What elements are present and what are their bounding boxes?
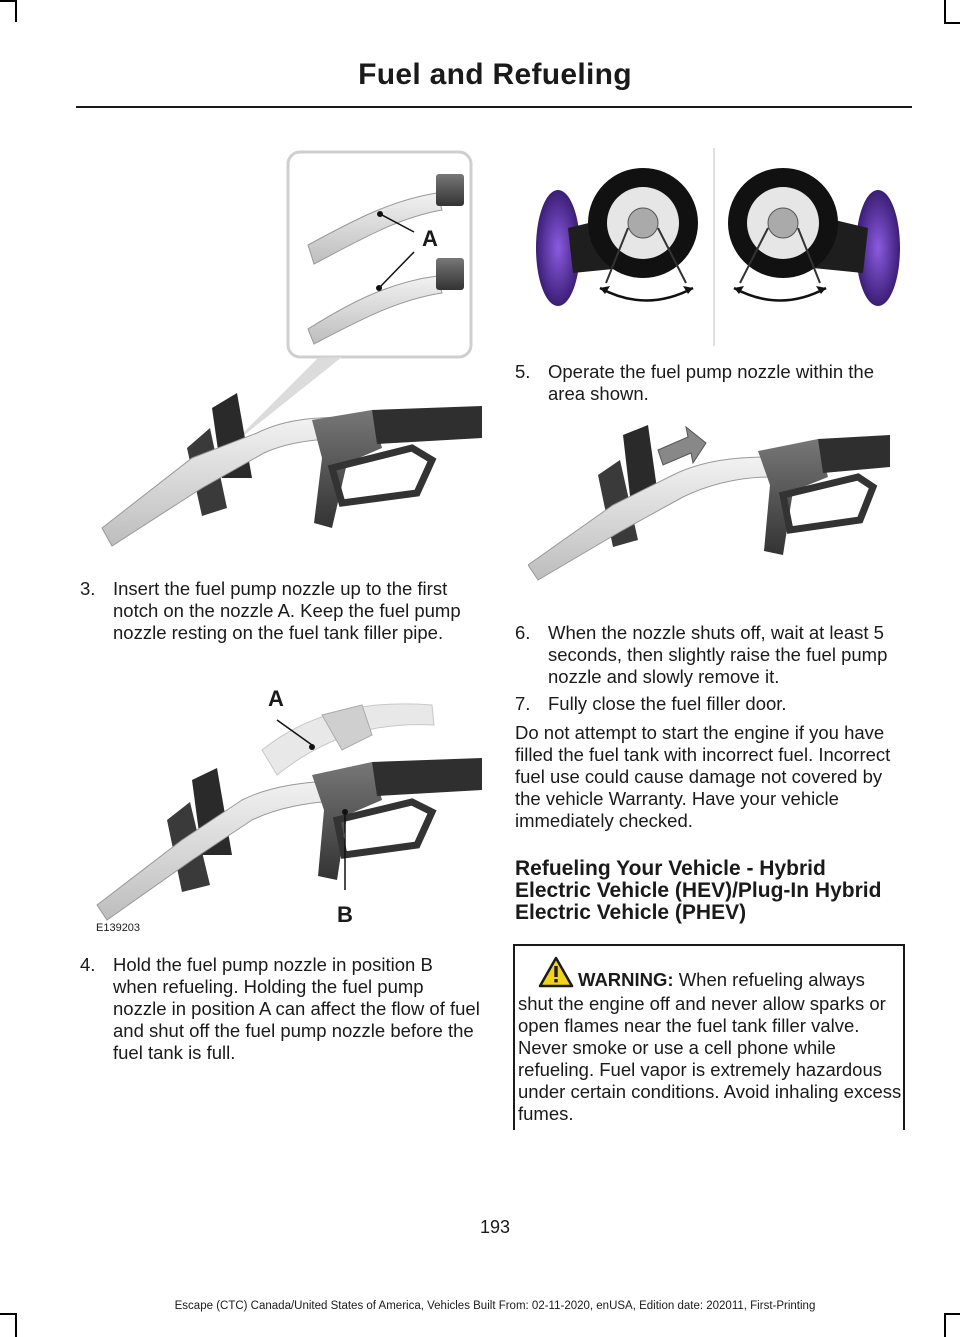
step-3: 3. Insert the fuel pump nozzle up to the… — [80, 578, 480, 644]
incorrect-fuel-paragraph: Do not attempt to start the engine if yo… — [515, 722, 891, 831]
nozzle-rotation-figure — [528, 148, 908, 346]
step-text: Hold the fuel pump nozzle in position B … — [113, 954, 480, 1063]
figure-id: E139203 — [96, 922, 141, 934]
step-number: 3. — [80, 578, 96, 599]
crop-mark — [944, 1313, 960, 1315]
crop-mark — [944, 0, 946, 22]
step-6: 6. When the nozzle shuts off, wait at le… — [515, 622, 911, 688]
callout-a: A — [422, 226, 438, 251]
nozzle-notch-figure: A — [92, 148, 482, 548]
nozzle-position-figure: A B E139203 — [92, 680, 482, 934]
step-number: 4. — [80, 954, 96, 975]
warning-box: WARNING: When refueling always shut the … — [513, 944, 905, 1130]
step-text: Insert the fuel pump nozzle up to the fi… — [113, 578, 461, 643]
page-title: Fuel and Refueling — [358, 58, 632, 91]
warning-label: WARNING: — [578, 969, 674, 990]
warning-text-block: WARNING: When refueling always shut the … — [515, 956, 903, 1125]
step-7: 7. Fully close the fuel filler door. — [515, 693, 907, 715]
section-title: Refueling Your Vehicle - Hybrid Electric… — [515, 857, 882, 924]
crop-mark — [944, 22, 960, 24]
header-rule — [76, 106, 912, 108]
crop-mark — [0, 0, 15, 2]
warning-triangle-icon — [538, 956, 574, 993]
crop-mark — [0, 1313, 15, 1315]
crop-mark — [15, 0, 17, 22]
crop-mark — [15, 1313, 17, 1337]
page-number: 193 — [479, 1217, 511, 1237]
footer-text: Escape (CTC) Canada/United States of Ame… — [174, 1300, 816, 1312]
step-number: 6. — [515, 622, 531, 643]
callout-b: B — [337, 902, 353, 927]
step-number: 7. — [515, 693, 531, 714]
step-text: Operate the fuel pump nozzle within the … — [548, 361, 874, 404]
step-text: When the nozzle shuts off, wait at least… — [548, 622, 888, 687]
warning-body: When refueling always shut the engine of… — [518, 969, 902, 1124]
step-text: Fully close the fuel filler door. — [548, 693, 787, 714]
step-4: 4. Hold the fuel pump nozzle in position… — [80, 954, 480, 1064]
nozzle-lift-figure — [528, 415, 890, 583]
step-number: 5. — [515, 361, 531, 382]
step-5: 5. Operate the fuel pump nozzle within t… — [515, 361, 907, 405]
callout-a: A — [268, 686, 284, 711]
crop-mark — [944, 1313, 946, 1337]
